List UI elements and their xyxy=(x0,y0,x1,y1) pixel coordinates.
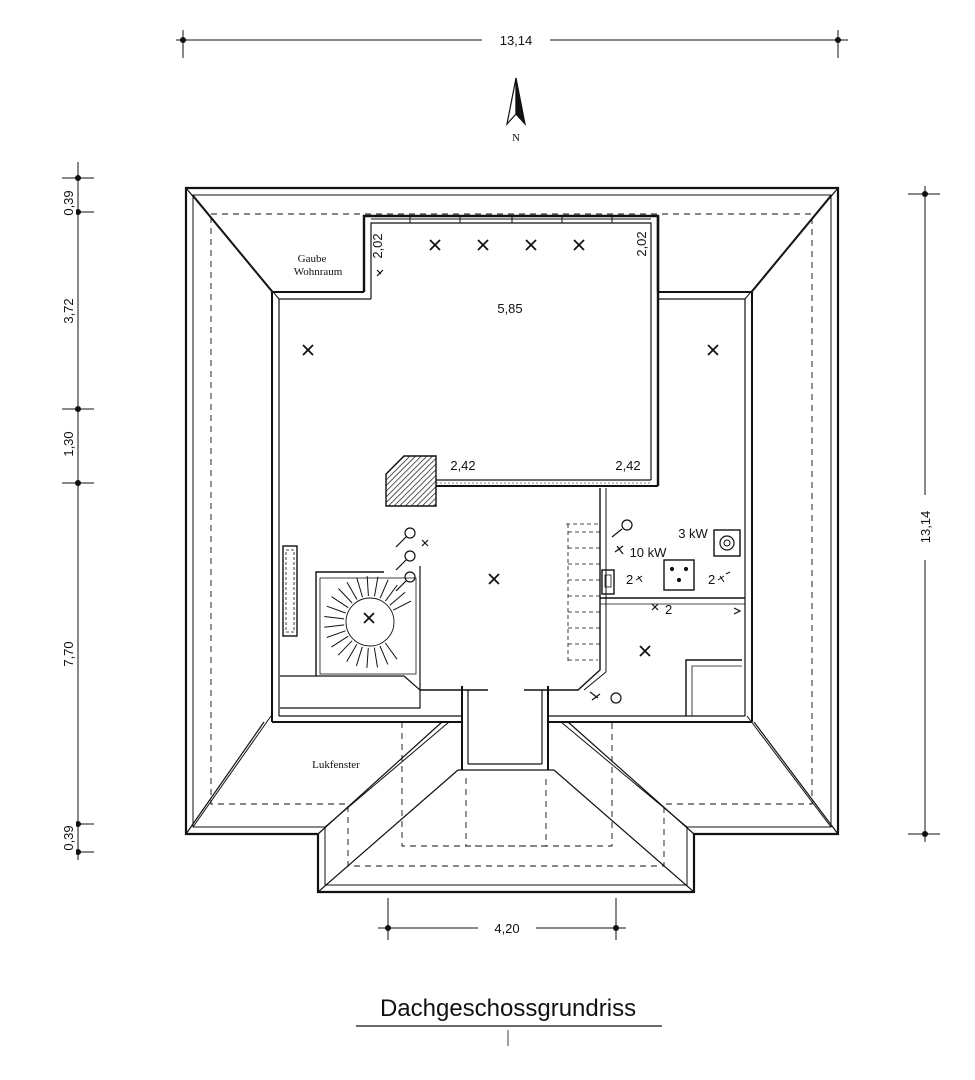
lukfenster-label: Lukfenster xyxy=(312,759,360,771)
stair-tread xyxy=(384,584,398,602)
bottom-dimension-label: 4,20 xyxy=(494,921,519,936)
stair-tread xyxy=(326,630,346,638)
stair-tread xyxy=(356,577,363,598)
north-label: N xyxy=(512,132,520,144)
stair-tread xyxy=(389,591,406,606)
stair-tread xyxy=(379,645,389,665)
light-x-icon xyxy=(477,239,489,251)
stair-tread xyxy=(355,646,363,667)
power-10kw: 10 kW xyxy=(630,545,668,560)
left-dim-5: 0,39 xyxy=(61,825,76,850)
light-x-icon xyxy=(525,239,537,251)
socket-label-c: 2 xyxy=(665,602,672,617)
left-dim-4: 7,70 xyxy=(61,641,76,666)
stair-tread xyxy=(374,576,379,597)
top-dimension: 13,14 xyxy=(176,30,848,58)
light-x-icon xyxy=(429,239,441,251)
stair-tread xyxy=(326,605,346,614)
wohnraum-label: Wohnraum xyxy=(294,266,343,278)
stair-tread xyxy=(346,581,358,600)
top-dimension-label: 13,14 xyxy=(500,33,533,48)
gaube-label: Gaube xyxy=(298,253,327,265)
svg-text:2: 2 xyxy=(626,572,633,587)
height-mid-left: 2,42 xyxy=(450,458,475,473)
stair-tread xyxy=(346,644,358,662)
light-x-icon xyxy=(363,612,375,624)
stair-tread xyxy=(337,640,353,656)
left-dim-1: 0,39 xyxy=(61,190,76,215)
walls xyxy=(271,214,753,770)
stair-tread xyxy=(373,647,378,668)
left-dim-3: 1,30 xyxy=(61,431,76,456)
light-x-icon xyxy=(639,645,651,657)
light-x-icon xyxy=(488,573,500,585)
stair-tread xyxy=(338,588,353,604)
stair-tread xyxy=(366,576,369,597)
left-dimension-chain: 0,39 3,72 1,30 7,70 0,39 xyxy=(61,162,94,860)
room-height-label: 5,85 xyxy=(497,301,522,316)
roof-outline xyxy=(184,186,840,894)
svg-text:2: 2 xyxy=(708,572,715,587)
straight-staircase xyxy=(566,523,600,664)
socket-label-b: 2 xyxy=(708,571,731,587)
stair-tread xyxy=(366,647,369,668)
north-arrow-icon: N xyxy=(505,77,527,144)
height-top-right: 2,02 xyxy=(634,231,649,256)
light-x-icon xyxy=(302,344,314,356)
ceiling-lights xyxy=(302,239,719,657)
stair-tread xyxy=(379,579,389,599)
electrical-boxes xyxy=(601,529,741,595)
power-3kw: 3 kW xyxy=(678,526,708,541)
stair-tread xyxy=(331,596,349,609)
right-dimension-label: 13,14 xyxy=(918,511,933,544)
plan-title: Dachgeschossgrundriss xyxy=(380,995,636,1022)
stair-tread xyxy=(331,635,349,648)
svg-text:2: 2 xyxy=(665,602,672,617)
chimney xyxy=(385,455,437,507)
socket-label-a: 2 xyxy=(626,572,643,587)
bottom-dimension: 4,20 xyxy=(378,898,626,940)
light-x-icon xyxy=(707,344,719,356)
stair-tread xyxy=(324,624,345,628)
light-x-icon xyxy=(573,239,585,251)
stair-tread xyxy=(392,600,412,611)
radiator xyxy=(282,545,298,637)
right-dimension: 13,14 xyxy=(908,186,940,842)
gaube-windows xyxy=(371,216,651,223)
height-top-left: 2,02 xyxy=(370,233,385,258)
height-mid-right: 2,42 xyxy=(615,458,640,473)
stair-tread xyxy=(324,616,345,620)
left-dim-2: 3,72 xyxy=(61,298,76,323)
spiral-staircase xyxy=(319,576,417,675)
stair-tread xyxy=(384,642,398,660)
switch-symbols xyxy=(376,269,742,704)
